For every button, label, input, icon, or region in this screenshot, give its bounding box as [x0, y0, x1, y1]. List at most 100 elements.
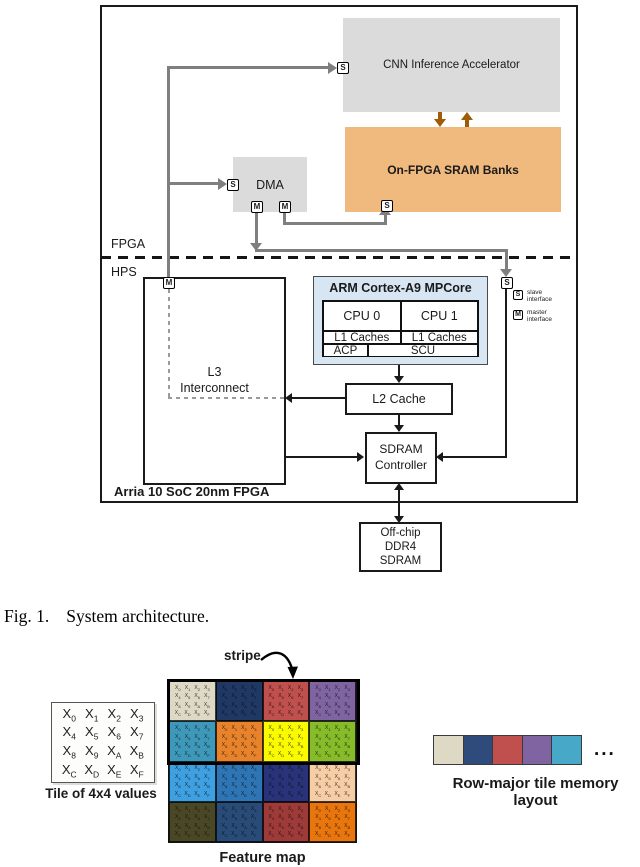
offchip-label-line2: DDR4 — [384, 540, 417, 553]
tile-cell-value: X1 — [324, 684, 331, 692]
tile-cell-value: X4 — [268, 733, 275, 741]
hps-slave-interface-marker: S — [501, 277, 513, 289]
slave-to-sdram-vline — [505, 288, 507, 458]
tile-cell-value: X0 — [268, 725, 275, 733]
tile-cell-value: X6 — [194, 693, 200, 701]
cpu1-cell: CPU 1 — [400, 301, 478, 331]
tile-cell-value: X2 — [287, 684, 294, 692]
tile-cell-value: X1 — [231, 725, 238, 733]
tile-cell-value: XD — [231, 710, 238, 718]
tile-cell-value: X2 — [241, 684, 247, 692]
tile-value: XE — [107, 761, 122, 780]
tile-cell-value: XF — [297, 750, 304, 758]
tile-cell-value: X5 — [278, 773, 284, 781]
l3-label-line2: Interconnect — [180, 381, 249, 396]
sram-to-cnn-arrowhead-icon — [461, 112, 473, 120]
tile-cell-value: X8 — [175, 742, 181, 750]
tile-cell-value: XD — [231, 831, 238, 839]
memory-tile-square — [433, 735, 464, 765]
tile-cell-value: X6 — [334, 814, 341, 822]
tile-cell-value: XD — [231, 750, 238, 758]
tile-cell-value: X7 — [297, 733, 304, 741]
tile-cell-value: X7 — [250, 814, 257, 822]
dma-to-hps-line — [255, 249, 508, 252]
tile-cell-value: XD — [277, 790, 285, 798]
tile-cell-value: X0 — [221, 805, 228, 813]
tile-cell-value: X0 — [175, 805, 181, 813]
tile-cell-value: X6 — [241, 814, 247, 822]
tile-cell-value: X9 — [184, 701, 191, 709]
tile-cell-value: X2 — [334, 805, 341, 813]
tile-cell-value: X2 — [287, 725, 294, 733]
tile-cell-value: X9 — [324, 822, 331, 830]
tile-cell-value: XC — [221, 750, 228, 758]
tile-cell-value: XE — [240, 750, 247, 758]
tile-cell-value: XE — [287, 831, 294, 839]
tile-cell-value: X1 — [278, 805, 284, 813]
tile-cell-value: XB — [297, 782, 304, 790]
fpga-region-label: FPGA — [111, 237, 146, 251]
offchip-label-line1: Off-chip — [380, 526, 421, 539]
l2-to-l3-arrowhead-icon — [285, 393, 292, 403]
tile-cell-value: XB — [344, 701, 351, 709]
tile-cell-value: X6 — [241, 693, 247, 701]
tile-cell-value: X1 — [231, 684, 238, 692]
tile-cell-value: X4 — [221, 814, 228, 822]
stripe-label: stripe — [224, 648, 261, 663]
tile-cell-value: XA — [287, 742, 294, 750]
tile-cell-value: X4 — [175, 814, 181, 822]
tile-cell-value: XA — [334, 782, 341, 790]
tile-cell-value: XA — [194, 701, 201, 709]
tile-cell-value: X5 — [231, 814, 238, 822]
tile-cell-value: X3 — [204, 805, 210, 813]
l3-to-sdram-arrowhead-icon — [357, 452, 364, 462]
tile-cell-value: XB — [203, 701, 210, 709]
tile-cell-value: X5 — [184, 773, 191, 781]
tile-cell-value: XD — [184, 710, 191, 718]
tile-cell-value: XD — [231, 790, 238, 798]
tile-cell-value: X8 — [268, 742, 275, 750]
tile-cell-value: X3 — [204, 725, 210, 733]
tile-cell-value: XB — [203, 782, 210, 790]
tile-cell-value: X8 — [175, 822, 181, 830]
tile-cell-value: X6 — [194, 773, 200, 781]
tile-cell-value: XA — [287, 701, 294, 709]
l2-to-l3-line — [292, 397, 345, 399]
dma-to-sram-line — [283, 222, 387, 225]
l2-to-sdram-line — [398, 415, 400, 427]
tile-cell-value: XB — [250, 782, 257, 790]
tile-cell-value: X3 — [344, 805, 350, 813]
tile-cell-value: XB — [297, 701, 304, 709]
tile-value: X0 — [62, 705, 76, 724]
tile-cell-value: XE — [240, 710, 247, 718]
tile-cell-value: XF — [204, 831, 210, 839]
sdram-label-line1: SDRAM — [379, 442, 423, 457]
tile-cell-value: X5 — [231, 733, 238, 741]
l1-cache-right-cell: L1 Caches — [400, 331, 478, 344]
tile-cell-value: X0 — [268, 765, 275, 773]
tile-cell-value: X3 — [297, 725, 304, 733]
dma-slave-interface-marker: S — [227, 179, 239, 191]
tile-cell-value: XF — [344, 750, 351, 758]
dma-m1-arrowhead-icon — [250, 243, 262, 251]
tile-value: X4 — [62, 724, 76, 742]
tile-cell-value: X3 — [204, 765, 210, 773]
tile-cell-value: X2 — [334, 725, 341, 733]
tile-cell-value: XE — [334, 710, 341, 718]
tile-cell-value: X7 — [204, 773, 210, 781]
tile-cell-value: X9 — [231, 742, 238, 750]
l3-master-interface-marker: M — [163, 277, 175, 289]
hps-region-label: HPS — [111, 265, 137, 279]
tile-cell-value: XF — [297, 831, 304, 839]
tile-cell-value: X5 — [324, 693, 331, 701]
scu-cell: SCU — [367, 344, 478, 357]
dma-block: DMA — [233, 157, 307, 212]
tile-cell-value: X7 — [297, 773, 304, 781]
